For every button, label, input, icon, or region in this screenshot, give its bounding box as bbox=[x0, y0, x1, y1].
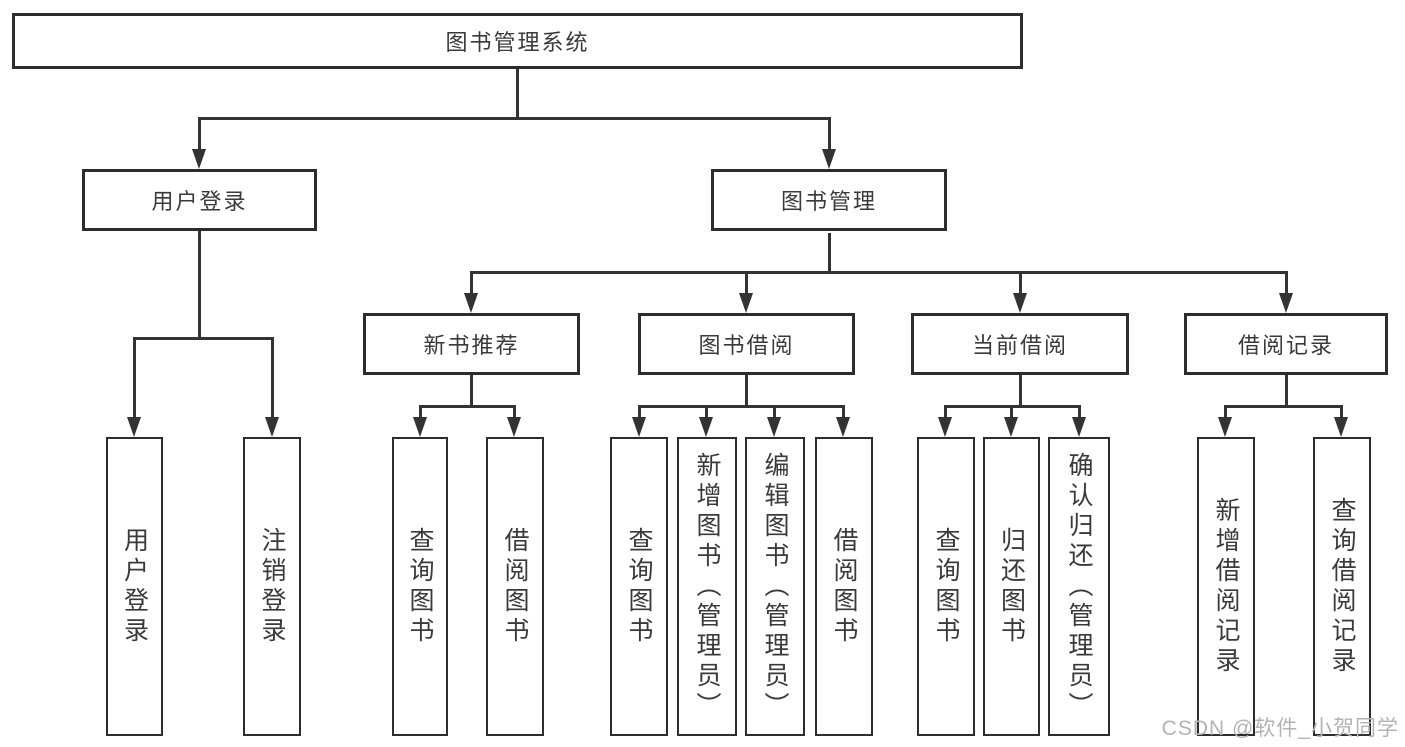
arrow-down-icon bbox=[192, 149, 206, 169]
leaf-logout: 注销登录 bbox=[243, 437, 301, 736]
connector-line bbox=[198, 117, 201, 150]
connector-line bbox=[1224, 405, 1227, 418]
leaf-add-borrow-record: 新增借阅记录 bbox=[1197, 437, 1255, 736]
arrow-down-icon bbox=[1004, 417, 1018, 437]
connector-line bbox=[470, 271, 473, 294]
node-current-borrowing: 当前借阅 bbox=[911, 313, 1129, 375]
arrow-down-icon bbox=[1072, 417, 1086, 437]
arrow-down-icon bbox=[739, 293, 753, 313]
arrow-down-icon bbox=[464, 293, 478, 313]
connector-line bbox=[1285, 271, 1288, 294]
node-library-management-system: 图书管理系统 bbox=[12, 13, 1023, 69]
connector-line bbox=[470, 375, 473, 408]
arrow-down-icon bbox=[413, 417, 427, 437]
leaf-query-books-recommend: 查询图书 bbox=[392, 437, 448, 736]
leaf-add-books-admin: 新增图书（管理员） bbox=[677, 437, 737, 736]
connector-line bbox=[1010, 405, 1013, 418]
node-borrowing-records: 借阅记录 bbox=[1184, 313, 1388, 375]
connector-line bbox=[419, 405, 516, 408]
arrow-down-icon bbox=[127, 417, 141, 437]
connector-line bbox=[745, 375, 748, 408]
node-book-management: 图书管理 bbox=[711, 169, 947, 231]
connector-line bbox=[516, 69, 519, 120]
connector-line bbox=[638, 405, 845, 408]
arrow-down-icon bbox=[507, 417, 521, 437]
node-book-borrowing: 图书借阅 bbox=[638, 313, 855, 375]
connector-line bbox=[705, 405, 708, 418]
connector-line bbox=[198, 231, 201, 340]
connector-line bbox=[745, 271, 748, 294]
arrow-down-icon bbox=[632, 417, 646, 437]
connector-line bbox=[1285, 375, 1288, 408]
arrow-down-icon bbox=[1279, 293, 1293, 313]
connector-line bbox=[1019, 375, 1022, 408]
connector-line bbox=[1224, 405, 1343, 408]
connector-line bbox=[133, 337, 136, 418]
connector-line bbox=[1019, 271, 1022, 294]
arrow-down-icon bbox=[265, 417, 279, 437]
arrow-down-icon bbox=[938, 417, 952, 437]
connector-line bbox=[271, 337, 274, 418]
arrow-down-icon bbox=[836, 417, 850, 437]
arrow-down-icon bbox=[822, 149, 836, 169]
connector-line bbox=[773, 405, 776, 418]
watermark: CSDN @软件_小贺同学 bbox=[1161, 717, 1399, 740]
node-user-login: 用户登录 bbox=[82, 169, 317, 231]
connector-line bbox=[1078, 405, 1081, 418]
leaf-query-books-borrowing: 查询图书 bbox=[610, 437, 668, 736]
leaf-user-login: 用户登录 bbox=[106, 437, 163, 736]
leaf-borrow-books-borrowing: 借阅图书 bbox=[815, 437, 873, 736]
connector-line bbox=[470, 271, 1288, 274]
node-new-book-recommendation: 新书推荐 bbox=[363, 313, 580, 375]
leaf-return-books: 归还图书 bbox=[983, 437, 1040, 736]
connector-line bbox=[638, 405, 641, 418]
connector-line bbox=[828, 117, 831, 150]
arrow-down-icon bbox=[767, 417, 781, 437]
connector-line bbox=[944, 405, 947, 418]
arrow-down-icon bbox=[1334, 417, 1348, 437]
leaf-edit-books-admin: 编辑图书（管理员） bbox=[745, 437, 805, 736]
leaf-query-borrow-record: 查询借阅记录 bbox=[1313, 437, 1371, 736]
connector-line bbox=[842, 405, 845, 418]
connector-line bbox=[513, 405, 516, 418]
connector-line bbox=[828, 233, 831, 274]
leaf-query-books-current: 查询图书 bbox=[917, 437, 975, 736]
connector-line bbox=[198, 117, 831, 120]
arrow-down-icon bbox=[699, 417, 713, 437]
connector-line bbox=[419, 405, 422, 418]
connector-line bbox=[1340, 405, 1343, 418]
arrow-down-icon bbox=[1218, 417, 1232, 437]
connector-line bbox=[133, 337, 274, 340]
leaf-confirm-return-admin: 确认归还（管理员） bbox=[1048, 437, 1110, 736]
leaf-borrow-books-recommend: 借阅图书 bbox=[486, 437, 544, 736]
arrow-down-icon bbox=[1013, 293, 1027, 313]
